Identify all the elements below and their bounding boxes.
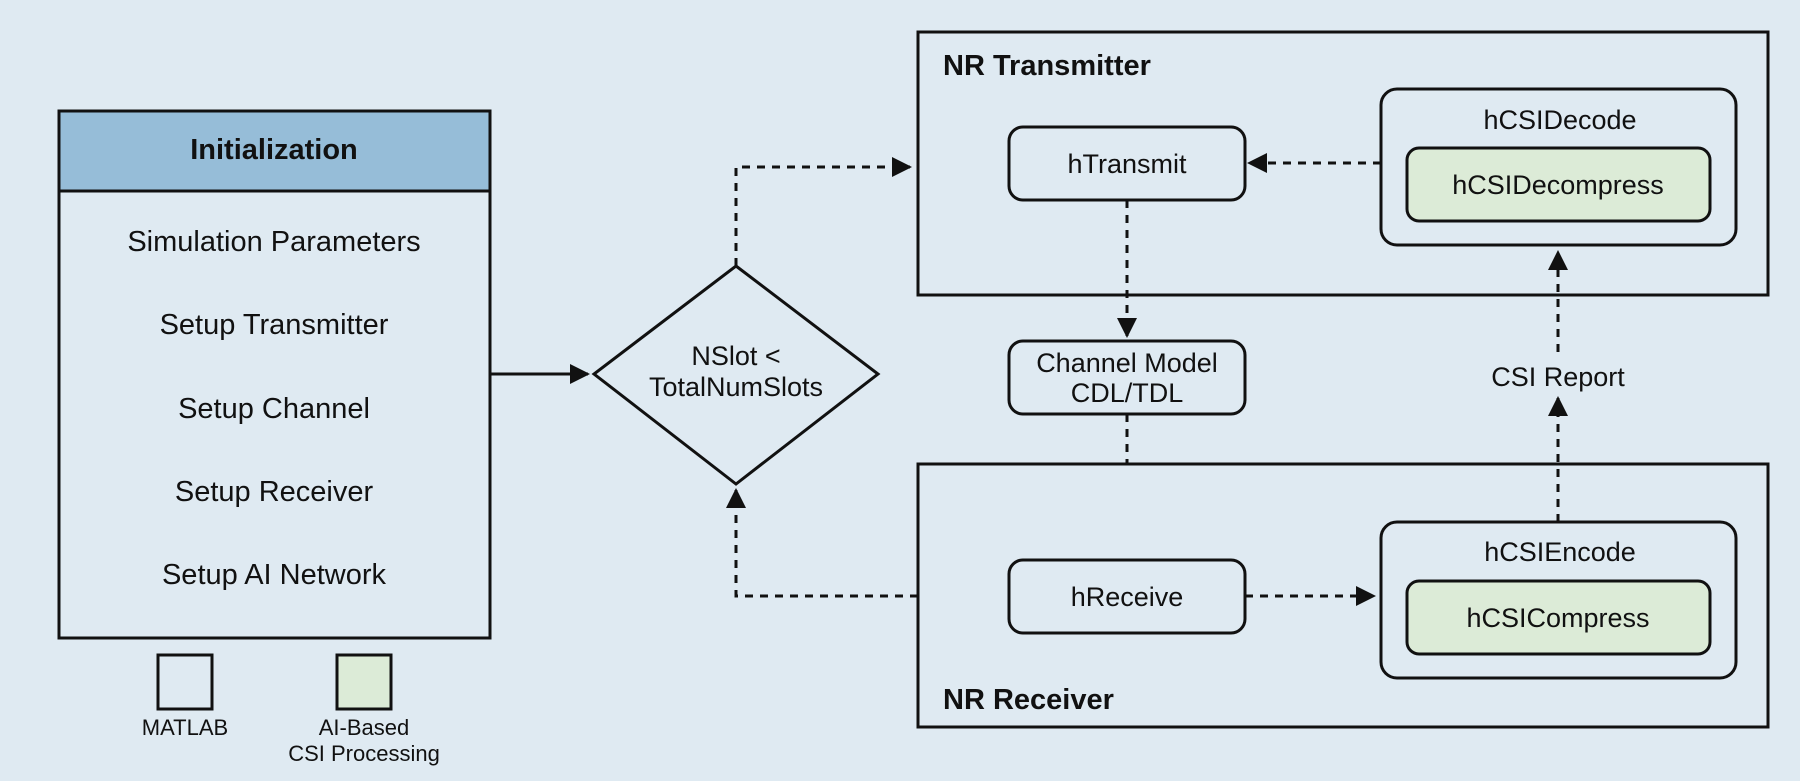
initialization-title: Initialization xyxy=(190,134,358,166)
initialization-frame xyxy=(57,109,492,640)
legend: MATLAB AI-Based CSI Processing xyxy=(142,653,440,766)
htransmit-label: hTransmit xyxy=(1067,149,1187,179)
legend-ai-label-line2: CSI Processing xyxy=(288,741,440,766)
arrow-receiver-to-decision xyxy=(726,488,918,598)
legend-ai-swatch xyxy=(335,653,393,711)
initialization-header xyxy=(57,109,492,193)
init-item-simulation-parameters: Simulation Parameters xyxy=(127,226,420,258)
hcsicompress-label: hCSICompress xyxy=(1466,603,1649,633)
hcsiencode-label: hCSIEncode xyxy=(1484,537,1636,567)
channel-model-line1: Channel Model xyxy=(1036,348,1218,378)
init-item-setup-channel: Setup Channel xyxy=(178,393,370,425)
hcsidecompress-box xyxy=(1405,146,1712,223)
nr-receiver-title: NR Receiver xyxy=(943,684,1114,716)
hcsidecode-label: hCSIDecode xyxy=(1483,105,1636,135)
decision-line1: NSlot < xyxy=(691,341,780,371)
legend-matlab-label: MATLAB xyxy=(142,715,228,740)
hcsidecompress-label: hCSIDecompress xyxy=(1452,170,1664,200)
channel-model-node: Channel Model CDL/TDL xyxy=(1007,339,1247,416)
channel-model-line2: CDL/TDL xyxy=(1071,378,1184,408)
init-item-setup-ai-network: Setup AI Network xyxy=(162,559,387,591)
hreceive-label: hReceive xyxy=(1071,582,1184,612)
decision-node: NSlot < TotalNumSlots xyxy=(591,264,881,486)
legend-matlab-swatch xyxy=(156,653,214,711)
initialization-block: Initialization Simulation Parameters Set… xyxy=(57,109,492,640)
init-item-setup-transmitter: Setup Transmitter xyxy=(160,309,389,341)
legend-ai-label-line1: AI-Based xyxy=(319,715,410,740)
init-item-setup-receiver: Setup Receiver xyxy=(175,476,374,508)
decision-diamond xyxy=(591,264,881,486)
hcsicompress-box xyxy=(1405,579,1712,656)
decision-line2: TotalNumSlots xyxy=(649,372,823,402)
nr-transmitter-title: NR Transmitter xyxy=(943,50,1151,82)
csi-report-label: CSI Report xyxy=(1491,362,1625,392)
arrow-decision-to-transmitter xyxy=(734,157,912,266)
